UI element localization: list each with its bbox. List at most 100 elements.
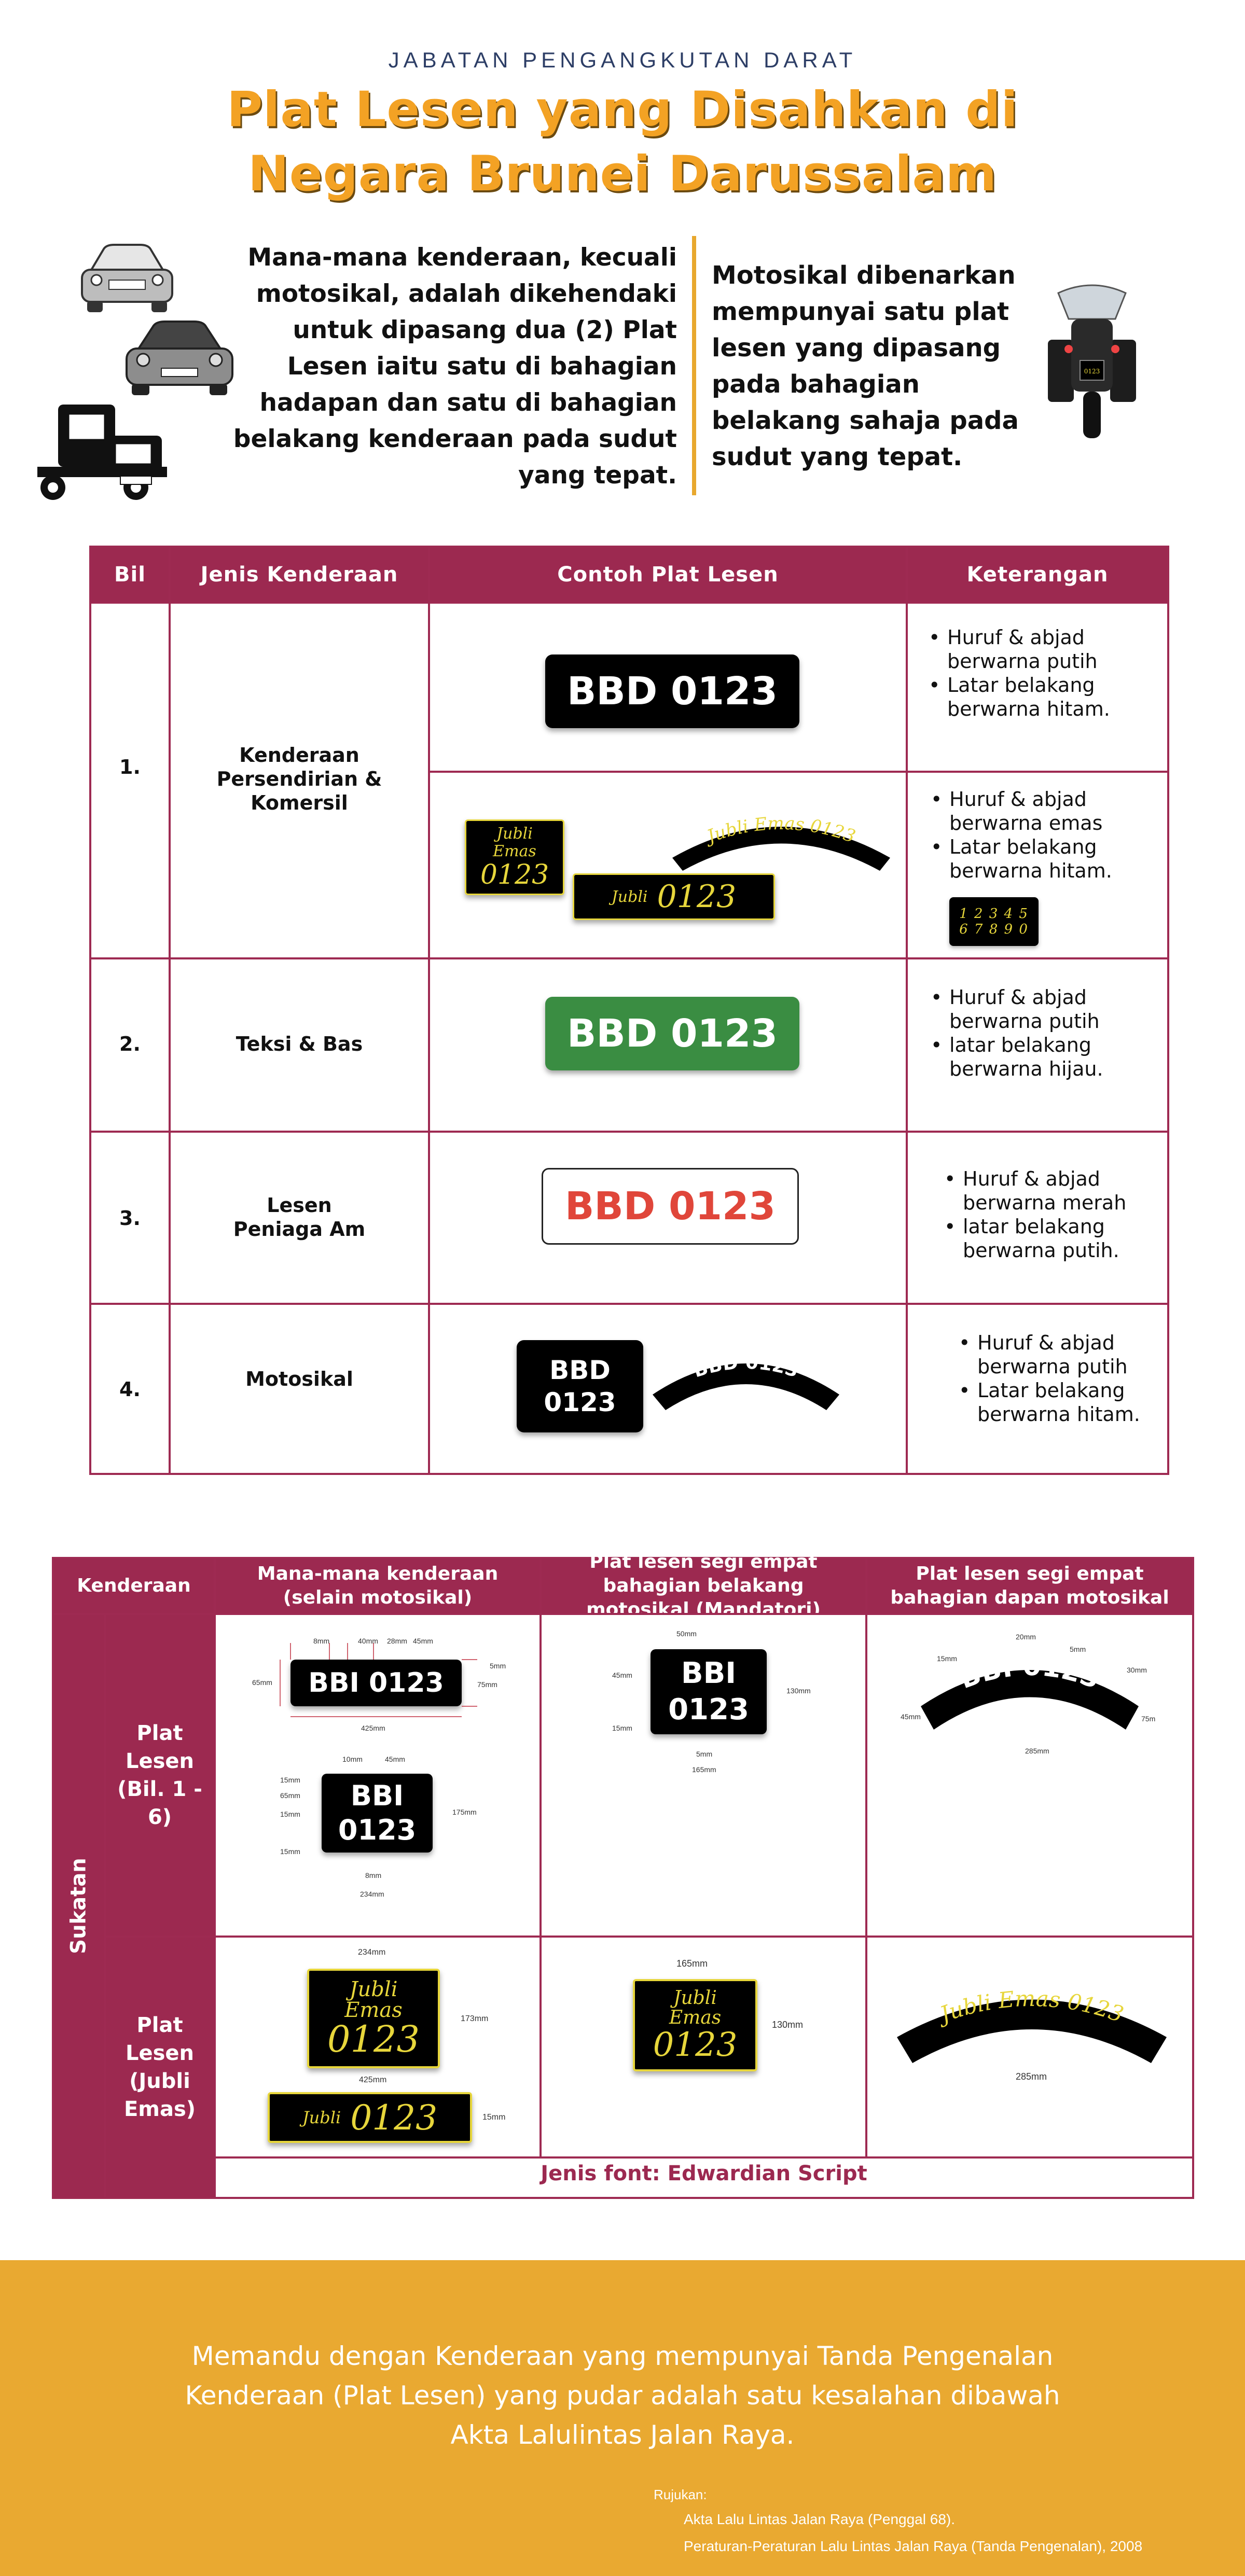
divider [428, 771, 1167, 773]
jubli-word: Jubli [673, 1987, 717, 2009]
jubli-plate-square: Jubli Emas 0123 [307, 1969, 440, 2068]
dim-label: 5mm [696, 1750, 713, 1758]
jubli-word: Emas [344, 1998, 403, 2022]
sukatan-text: Sukatan [67, 1858, 91, 1954]
dim-label: 425mm [361, 1724, 385, 1732]
dim-plate-wide: BBI 0123 [290, 1660, 462, 1706]
header-keterangan: Keterangan [908, 548, 1167, 602]
header-bil: Bil [91, 548, 169, 602]
dim-label: 50mm [676, 1630, 697, 1638]
dim-label: 30mm [1127, 1666, 1147, 1674]
divider [906, 548, 908, 1473]
dim-label: 65mm [280, 1791, 300, 1800]
dim-label: 8mm [313, 1637, 330, 1645]
row-1-bil: 1. [119, 756, 141, 778]
plate-jubli-curved: Jubli Emas 0123 [672, 813, 890, 871]
reference-2: Peraturan-Peraturan Lalu Lintas Jalan Ra… [684, 2538, 1143, 2554]
sedan-car-icon [81, 244, 173, 312]
dim-label: 15mm [280, 1847, 300, 1856]
dim-label: 45mm [901, 1712, 921, 1721]
dim-label: 45mm [385, 1755, 405, 1763]
intro-divider [692, 236, 696, 495]
row-1-jenis: Kenderaan Persendirian & Komersil [171, 743, 428, 815]
row-1-ket-a: Huruf & abjad berwarna putih Latar belak… [926, 625, 1155, 721]
motorcycle-icon: 0123 [1048, 284, 1136, 438]
jubli-word: Emas [493, 842, 536, 860]
jubli-plate-wide: Jubli 0123 [268, 2092, 472, 2143]
dim-label: 5mm [1070, 1645, 1086, 1653]
dim-label: 165mm [676, 1958, 708, 1969]
header-moto-front: Plat lesen segi empat bahagian dapan mot… [867, 1559, 1192, 1613]
divider [214, 2156, 1192, 2159]
jubli-number: 0123 [480, 859, 549, 890]
divider [214, 1559, 216, 2197]
dim-label: 45mm [413, 1637, 433, 1645]
ket-item: Latar belakang berwarna hitam. [957, 1378, 1164, 1426]
row-3-bil: 3. [119, 1207, 141, 1230]
ket-item: Latar belakang berwarna hitam. [929, 835, 1157, 883]
row-3-ket: Huruf & abjad berwarna merah latar belak… [942, 1167, 1165, 1262]
references-label: Rujukan: [654, 2487, 707, 2502]
jubli-plate-moto-front: Jubli Emas 0123 [897, 1986, 1167, 2063]
footer-line: Memandu dengan Kenderaan yang mempunyai … [191, 2341, 1054, 2371]
dim-label: 15mm [612, 1724, 632, 1732]
plate-line: BBI [681, 1656, 737, 1690]
jubli-number: 0123 [657, 879, 737, 915]
svg-text:0123: 0123 [1084, 368, 1100, 375]
dim-label: 15mm [937, 1654, 957, 1663]
jubli-word: Jubli [611, 887, 648, 906]
intro-left-text: Mana-mana kenderaan, kecuali motosikal, … [233, 243, 677, 490]
dim-label: 165mm [692, 1765, 716, 1774]
row-2-ket: Huruf & abjad berwarna putih latar belak… [929, 985, 1157, 1081]
jubli-word: Jubli [302, 2108, 341, 2127]
row-2-bil: 2. [119, 1033, 141, 1055]
dim-label: 285mm [1025, 1747, 1049, 1755]
plate-line: BBD [549, 1355, 611, 1385]
digits-row: 6 7 8 9 0 [959, 922, 1029, 937]
side-label-sukatan: Sukatan [54, 1615, 104, 2197]
plate-line: 0123 [668, 1693, 749, 1726]
dim-label: 234mm [358, 1948, 386, 1957]
dim-plate-moto-front: BBI 0123 [921, 1651, 1139, 1730]
divider [865, 1559, 867, 2159]
agency-name: JABATAN PENGANGKUTAN DARAT [388, 48, 857, 72]
jubli-number: 0123 [327, 2018, 420, 2060]
row-3-jenis: Lesen Peniaga Am [171, 1193, 428, 1241]
dim-label: 15mm [482, 2113, 506, 2122]
ket-item: latar belakang berwarna hijau. [929, 1033, 1157, 1081]
dim-label: 40mm [358, 1637, 378, 1645]
dim-label: 20mm [1016, 1633, 1036, 1641]
dim-label: 173mm [461, 2014, 489, 2023]
divider [91, 957, 1167, 959]
jenis-line: Persendirian & [216, 768, 382, 790]
ket-item: Huruf & abjad berwarna emas [929, 787, 1157, 835]
dim-label: 130mm [786, 1687, 811, 1695]
jubli-plate-moto-rear: Jubli Emas 0123 [633, 1979, 757, 2071]
header-any-vehicle: Mana-mana kenderaan (selain motosikal) [216, 1559, 540, 1613]
dim-label: 130mm [772, 2020, 804, 2030]
reference-1: Akta Lalu Lintas Jalan Raya (Penggal 68)… [684, 2511, 955, 2527]
gold-digits-sample: 1 2 3 4 5 6 7 8 9 0 [949, 897, 1039, 946]
jenis-line: Komersil [251, 791, 348, 814]
divider [169, 548, 171, 1473]
plate-moto-curved: BBD 0123 [653, 1352, 839, 1410]
ket-item: Huruf & abjad berwarna putih [957, 1331, 1164, 1378]
dim-label: 175mm [452, 1808, 477, 1816]
dim-label: 15mm [280, 1810, 300, 1818]
ket-item: Huruf & abjad berwarna putih [929, 985, 1157, 1033]
row-4-bil: 4. [119, 1378, 141, 1401]
jenis-line: Kenderaan [239, 744, 359, 767]
plate-moto-square: BBD 0123 [517, 1340, 643, 1432]
font-note: Jenis font: Edwardian Script [541, 2162, 867, 2185]
plate-example-black: BBD 0123 [545, 655, 799, 728]
divider [428, 548, 430, 1473]
plate-jubli-square: Jubli Emas 0123 [465, 819, 564, 895]
measurements-table [52, 1557, 1194, 2199]
row-4-ket: Huruf & abjad berwarna putih Latar belak… [957, 1331, 1164, 1426]
header-kenderaan: Kenderaan [54, 1559, 214, 1613]
dim-label: 425mm [359, 2076, 387, 2084]
digits-row: 1 2 3 4 5 [959, 906, 1029, 922]
plate-line: 0123 [338, 1814, 417, 1846]
divider [104, 1613, 106, 2197]
jenis-line: Peniaga Am [233, 1218, 366, 1241]
